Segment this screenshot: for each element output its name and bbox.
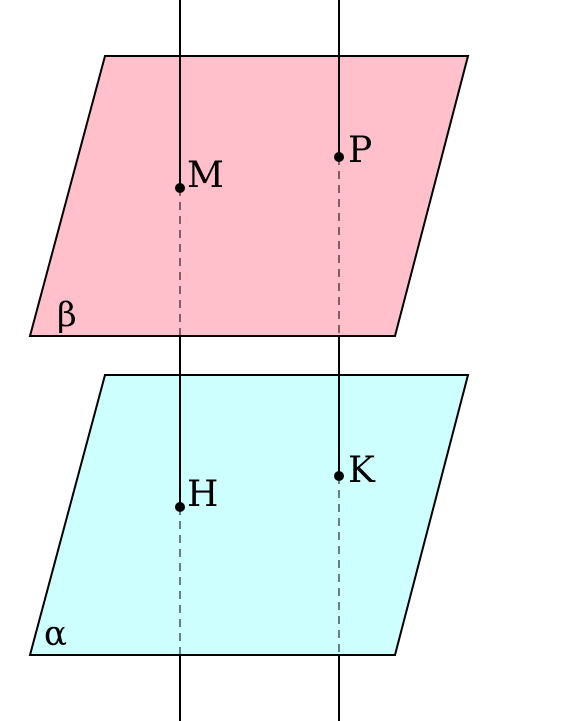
- label-k: K: [348, 450, 376, 491]
- point-m: [175, 183, 185, 193]
- label-plane-alpha: α: [44, 614, 67, 654]
- point-h: [175, 502, 185, 512]
- label-plane-beta: β: [57, 295, 77, 335]
- plane-beta: [28, 55, 470, 337]
- plane-alpha: [28, 374, 470, 656]
- point-k: [334, 471, 344, 481]
- point-p: [334, 152, 344, 162]
- label-p: P: [348, 130, 372, 171]
- label-h: H: [187, 474, 218, 515]
- label-m: M: [187, 155, 224, 196]
